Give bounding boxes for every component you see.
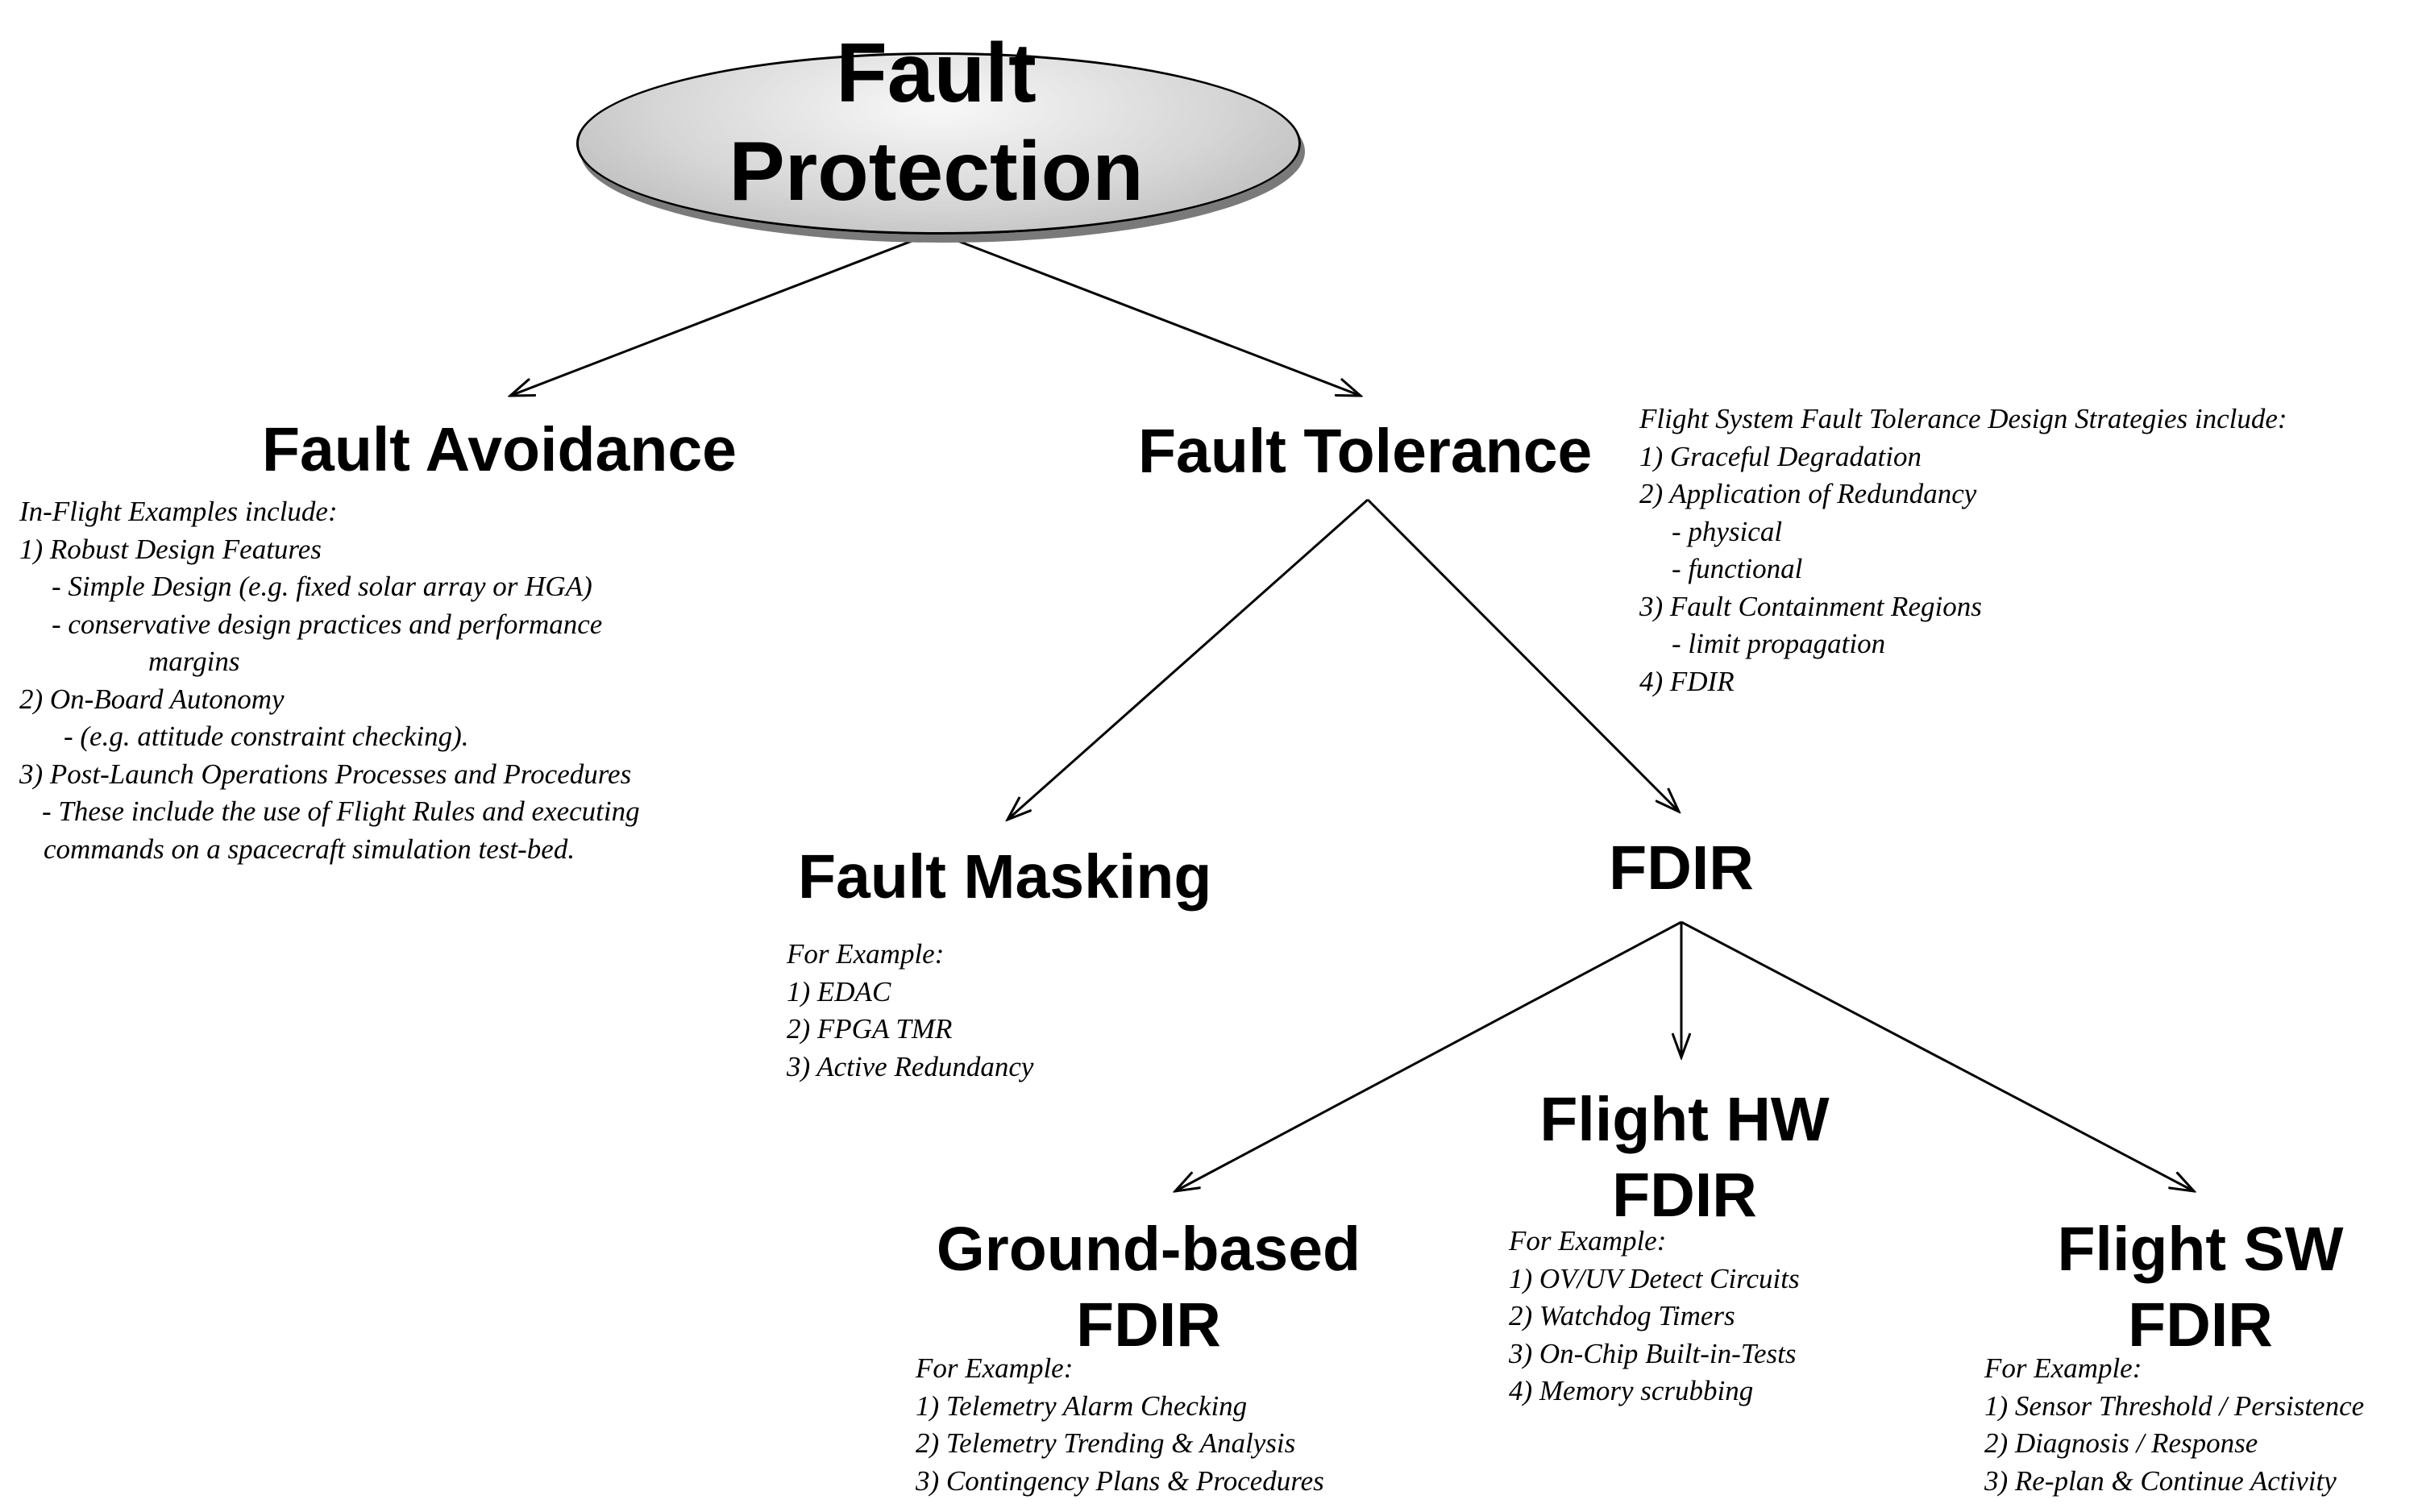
note-line: 2) Application of Redundancy bbox=[1639, 478, 1977, 509]
note-line: For Example: bbox=[787, 938, 945, 970]
note-line: 1) Sensor Threshold / Persistence bbox=[1984, 1389, 2365, 1422]
fault-masking-notes: For Example: 1) EDAC 2) FPGA TMR 3) Acti… bbox=[787, 936, 1033, 1086]
ground-fdir-notes: For Example: 1) Telemetry Alarm Checking… bbox=[916, 1350, 1324, 1500]
note-line: 3) Re-plan & Continue Activity bbox=[1984, 1464, 2337, 1497]
edge-tolerance-to-masking bbox=[1008, 498, 1369, 820]
root-title: Fault Protection bbox=[576, 24, 1296, 221]
ground-fdir-title-line2: FDIR bbox=[1076, 1290, 1221, 1360]
root-ellipse bbox=[576, 52, 1301, 235]
fault-tolerance-notes: Flight System Fault Tolerance Design Str… bbox=[1639, 401, 2287, 700]
note-line: For Example: bbox=[1984, 1352, 2142, 1384]
note-line: Flight System Fault Tolerance Design Str… bbox=[1639, 403, 2287, 434]
note-line: 4) FDIR bbox=[1639, 665, 1735, 697]
flight-sw-fdir-title: Flight SW FDIR bbox=[2015, 1211, 2386, 1363]
note-line: - These include the use of Flight Rules … bbox=[42, 795, 640, 827]
note-line: - functional bbox=[1672, 553, 1803, 584]
note-line: 1) Telemetry Alarm Checking bbox=[916, 1389, 1248, 1422]
note-line: 2) Diagnosis / Response bbox=[1984, 1427, 2258, 1459]
note-line: - conservative design practices and perf… bbox=[52, 608, 603, 640]
fdir-title: FDIR bbox=[1609, 833, 1754, 903]
note-line: For Example: bbox=[916, 1352, 1074, 1384]
note-line: 2) FPGA TMR bbox=[787, 1013, 953, 1045]
ground-fdir-title: Ground-based FDIR bbox=[911, 1211, 1386, 1363]
edge-protection-to-avoidance bbox=[510, 231, 936, 396]
note-line: 2) Watchdog Timers bbox=[1509, 1300, 1735, 1331]
edge-fdir-to-sw bbox=[1681, 920, 2194, 1191]
edge-fdir-to-ground bbox=[1175, 920, 1682, 1191]
flight-sw-fdir-title-line2: FDIR bbox=[2128, 1290, 2273, 1360]
note-line: 3) Fault Containment Regions bbox=[1639, 590, 1982, 622]
ground-fdir-title-line1: Ground-based bbox=[936, 1215, 1361, 1284]
flight-hw-fdir-title: Flight HW FDIR bbox=[1507, 1082, 1862, 1233]
note-line: commands on a spacecraft simulation test… bbox=[44, 833, 575, 865]
note-line: 1) Robust Design Features bbox=[19, 533, 322, 565]
note-line: - Simple Design (e.g. fixed solar array … bbox=[52, 571, 592, 602]
note-line: In-Flight Examples include: bbox=[19, 496, 338, 527]
fault-tolerance-title: Fault Tolerance bbox=[1138, 417, 1593, 486]
fault-masking-title: Fault Masking bbox=[798, 842, 1212, 912]
root-title-line2: Protection bbox=[729, 125, 1144, 218]
fault-avoidance-notes: In-Flight Examples include: 1) Robust De… bbox=[19, 493, 640, 868]
flight-hw-fdir-title-line2: FDIR bbox=[1612, 1161, 1757, 1230]
note-line: 1) Graceful Degradation bbox=[1639, 440, 1922, 472]
flight-hw-fdir-notes: For Example: 1) OV/UV Detect Circuits 2)… bbox=[1509, 1223, 1800, 1410]
note-line: 3) On-Chip Built-in-Tests bbox=[1509, 1337, 1797, 1369]
note-line: 3) Post-Launch Operations Processes and … bbox=[19, 758, 632, 790]
note-line: 4) Memory scrubbing bbox=[1509, 1375, 1754, 1406]
note-line: 2) On-Board Autonomy bbox=[19, 683, 285, 715]
note-line: 3) Active Redundancy bbox=[787, 1050, 1034, 1082]
edge-tolerance-to-fdir bbox=[1366, 498, 1679, 812]
note-line: For Example: bbox=[1509, 1225, 1667, 1257]
note-line: 1) OV/UV Detect Circuits bbox=[1509, 1262, 1800, 1294]
note-line: - physical bbox=[1672, 515, 1783, 547]
edge-protection-to-tolerance bbox=[934, 231, 1361, 396]
flight-sw-fdir-title-line1: Flight SW bbox=[2057, 1215, 2344, 1284]
note-line: 3) Contingency Plans & Procedures bbox=[916, 1464, 1324, 1497]
note-line: - limit propagation bbox=[1672, 628, 1886, 659]
flight-hw-fdir-title-line1: Flight HW bbox=[1539, 1085, 1830, 1154]
note-line: 2) Telemetry Trending & Analysis bbox=[916, 1427, 1296, 1459]
note-line: 1) EDAC bbox=[787, 975, 891, 1007]
note-line: - (e.g. attitude constraint checking). bbox=[64, 721, 469, 752]
note-line: margins bbox=[148, 646, 240, 677]
root-title-line1: Fault bbox=[836, 27, 1037, 120]
flight-sw-fdir-notes: For Example: 1) Sensor Threshold / Persi… bbox=[1984, 1350, 2364, 1500]
fault-avoidance-title: Fault Avoidance bbox=[262, 415, 737, 484]
